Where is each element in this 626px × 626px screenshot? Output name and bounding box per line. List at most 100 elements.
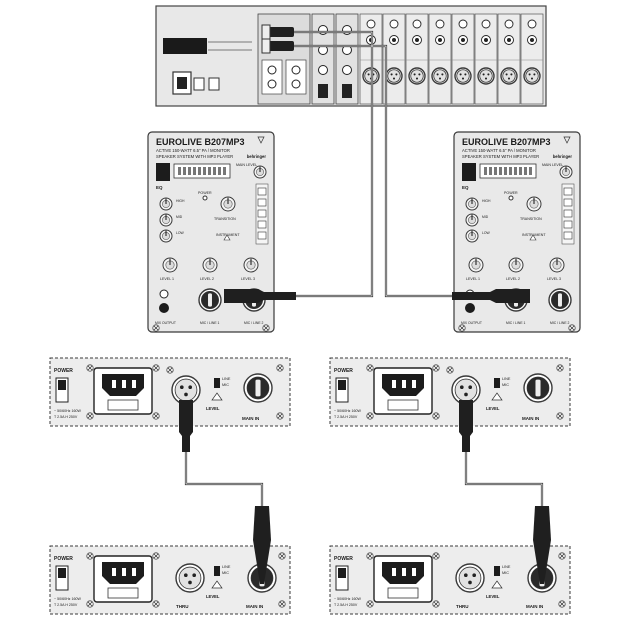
screw [366,364,374,372]
mixer-fuse [193,77,205,91]
mixer-xlr-input [523,67,541,85]
mixer-power-switch [208,77,220,91]
speaker-eq-low-label: LOW [482,231,491,235]
rear-mic-label: MIC [502,571,509,575]
rear-xlr-output-socket [171,375,201,405]
speaker-main-level-knob [253,165,267,179]
rear-mic-label: MIC [502,383,509,387]
rear-power-label: POWER [54,556,73,562]
rear-fuse-spec: T 2.5A H 250V [334,415,358,419]
speaker-mp3-display [173,163,231,179]
screw [558,552,566,560]
speaker-transition-knob [220,196,236,212]
screw [366,552,374,560]
screw [152,324,160,332]
speaker-logo: behringer [553,154,573,159]
speaker-panel-frame [453,131,581,333]
speaker-brand: EUROLIVE B207MP3 [156,137,245,147]
screw [432,600,440,608]
mixer-channel-strips [257,13,544,105]
speaker-usb-slot [462,163,476,181]
rear-main-in-combo-socket [243,373,273,403]
rear-mains-spec: ~ 50/60Hz 160W [334,409,361,413]
rear-level-label: LEVEL [206,406,220,411]
screw [152,600,160,608]
speaker-input-plugs [224,289,530,303]
rear-line-mic-switch [214,378,220,388]
rear-level-label: LEVEL [486,594,500,599]
mixer-xlr-input [477,67,495,85]
screw [558,600,566,608]
rear-link-plugs [179,400,551,584]
rear-level-icon [491,392,503,401]
speaker-eq-low-knob [159,229,173,243]
screw [432,552,440,560]
mixer-label-plate [163,38,207,54]
speaker-level-1-knob [468,257,484,273]
speaker-level-2-knob [202,257,218,273]
speaker-subtitle-2: SPEAKER SYSTEM WITH MP3 PLAYER [462,154,539,159]
rear-power-label: POWER [334,556,353,562]
speaker-rca-jack [159,303,169,313]
rear-fuse-spec: T 2.5A H 250V [54,415,78,419]
speaker-transition-label: TRANSITION [520,217,542,221]
screw [86,364,94,372]
speaker-eq-label: EQ [462,185,469,190]
rear-thru-socket [175,563,205,593]
rear-fuse-spec: T 2.5A H 250V [54,603,78,607]
speaker-usb-slot [156,163,170,181]
speaker-main-level-label: MAIN LEVEL [542,163,563,167]
rear-line-label: LINE [222,377,231,381]
speaker-logo-icon [563,136,571,144]
screw [276,412,284,420]
screw [568,324,576,332]
speaker-level-1-knob [162,257,178,273]
speaker-level-3-knob [549,257,565,273]
rear-mains-spec: ~ 50/60Hz 160W [334,597,361,601]
rear-main-in-label: MAIN IN [246,604,263,609]
screw [166,366,174,374]
speaker-main-level-label: MAIN LEVEL [236,163,257,167]
speaker-input-2-label: MIC / LINE 2 [244,321,264,325]
speaker-level-1-label: LEVEL 1 [466,277,480,281]
speaker-rca-jack [465,303,475,313]
rear-line-mic-switch [494,566,500,576]
cables-rear-link [184,430,544,512]
rear-fuse-holder [107,587,139,599]
screw [432,412,440,420]
speaker-transition-knob [526,196,542,212]
rear-fuse-spec: T 2.5A H 250V [334,603,358,607]
speaker-eq-high-knob [159,197,173,211]
speaker-mix-out-jack [159,289,169,299]
rear-main-in-combo-socket [523,373,553,403]
rear-level-icon [211,580,223,589]
speaker-subtitle-1: ACTIVE 150-WATT 6.5" PA / MONITOR [156,148,230,153]
speaker-mix-out-label: MIX OUTPUT [461,321,482,325]
rear-main-in-label: MAIN IN [522,416,539,421]
rear-thru-label: THRU [456,604,469,609]
speaker-level-1-label: LEVEL 1 [160,277,174,281]
rear-thru-socket [455,563,485,593]
mixer-xlr-input [431,67,449,85]
rear-power-label: POWER [334,368,353,374]
rear-main-in-label: MAIN IN [242,416,259,421]
rear-line-label: LINE [222,565,231,569]
speaker-instrument-switch [223,234,231,241]
screw [432,364,440,372]
speaker-eq-mid-knob [465,213,479,227]
speaker-eq-label: EQ [156,185,163,190]
speaker-instrument-label: INSTRUMENT [216,233,240,237]
rear-mains-spec: ~ 50/60Hz 160W [54,409,81,413]
screw [152,552,160,560]
speaker-input-1-socket [198,288,222,312]
mixer-jack-pair [261,59,283,95]
speaker-transition-label: TRANSITION [214,217,236,221]
speaker-input-1-label: MIC / LINE 1 [506,321,526,325]
speaker-brand: EUROLIVE B207MP3 [462,137,551,147]
rear-fuse-holder [387,587,419,599]
speaker-subtitle-2: SPEAKER SYSTEM WITH MP3 PLAYER [156,154,233,159]
mixer-output-plugs [261,24,294,54]
